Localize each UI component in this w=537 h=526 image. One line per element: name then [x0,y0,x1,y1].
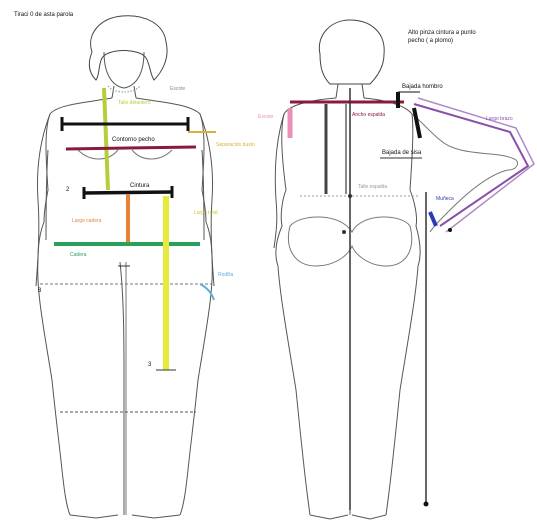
front-torso-right [136,98,212,515]
rodilla-label: Rodilla [218,272,234,278]
largo-total-label: Largo total [194,210,218,216]
num-3: 3 [148,362,152,368]
largo-cadera-label: Largo cadera [72,218,102,224]
alto-pinza-label-2: pecho ( a plomo) [408,38,453,44]
back-figure [274,20,518,519]
bajada-hombro-label: Bajada hombro [402,84,443,90]
talle-delantero-line [104,88,108,190]
cadera-label: Cadera [70,252,87,258]
escote-espalda-label: Escote [258,114,274,120]
cintura-line [84,192,172,193]
front-arm-left [36,114,50,286]
labels: Tiraci 0 de asta parola Alto pinza cintu… [14,12,513,368]
alto-pinza-label: Alto pinza cintura a punto [408,30,476,36]
back-hair [319,20,384,84]
muneca-label: Muñeca [436,196,454,202]
contorno-pecho-label: Contorno pecho [112,137,155,143]
contorno-pecho-line [66,147,196,149]
front-torso-left [38,98,112,515]
escote-label: Escote [170,86,186,92]
separacion-busto-label: Separación busto [216,142,255,148]
front-arm-right [200,114,214,286]
bajada-hombro-line [414,108,420,138]
talle-delantero-label: Talle delantero [118,100,151,106]
front-measurements [54,86,216,370]
title-note: Tiraci 0 de asta parola [14,12,74,18]
front-face [104,52,144,88]
back-raised-arm [412,114,518,232]
largo-brazo-label: Largo brazo [486,116,513,122]
back-torso-right [364,98,420,515]
num-8: 8 [38,288,42,294]
cintura-label: Cintura [130,183,150,189]
ancho-espalda-label: Ancho espalda [352,112,385,118]
front-leg-split [120,262,124,515]
front-figure [36,16,214,518]
front-hair [89,16,167,80]
bajada-sisa-label: Bajada de sisa [382,150,422,156]
largo-brazo-line [414,104,528,226]
muneca-line [430,212,436,226]
num-2: 2 [66,187,70,193]
talle-espalda-label: Talle espalda [358,184,387,190]
